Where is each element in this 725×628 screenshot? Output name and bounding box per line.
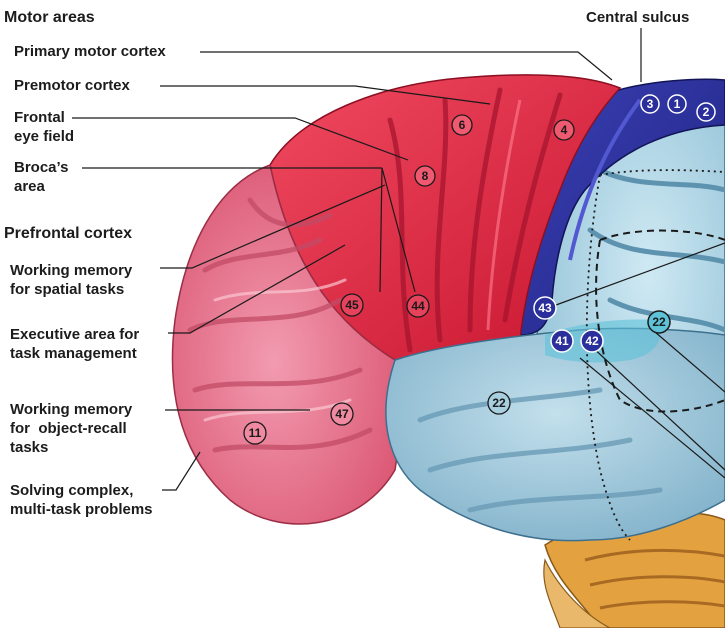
label-central-sulcus: Central sulcus [586, 9, 690, 26]
label-frontal-eye-field: Frontal eye field [14, 109, 75, 145]
brodmann-numbers: 6 4 8 45 44 47 11 3 1 2 43 41 42 22 22 [249, 97, 710, 440]
brodmann-circles [243, 94, 716, 445]
parietal-gyri [587, 167, 725, 433]
label-primary-motor-cortex: Primary motor cortex [14, 43, 166, 60]
heading-motor-areas: Motor areas [4, 9, 95, 26]
motor-gyri [387, 87, 563, 353]
brodmann-42: 42 [585, 334, 599, 348]
brodmann-3: 3 [647, 97, 654, 111]
temporal-lobe [385, 327, 725, 542]
brodmann-43: 43 [538, 301, 552, 315]
label-working-memory-spatial: Working memory for spatial tasks [10, 262, 133, 298]
language-outline [585, 169, 725, 541]
brodmann-1: 1 [674, 97, 681, 111]
brodmann-11: 11 [249, 426, 262, 440]
prefrontal-gyri [187, 197, 373, 453]
prefrontal-highlight [203, 278, 352, 422]
label-executive-area: Executive area for task management [10, 326, 140, 362]
brodmann-4: 4 [561, 123, 568, 137]
prefrontal-cortex [171, 163, 400, 525]
brainstem [543, 558, 611, 628]
cerebellum-folds [584, 548, 725, 610]
label-brocas-area: Broca’s area [14, 159, 69, 195]
leader-lines [72, 28, 725, 491]
brodmann-41: 41 [555, 334, 569, 348]
label-premotor-cortex: Premotor cortex [14, 77, 130, 94]
somatosensory-highlight [568, 98, 642, 261]
brodmann-2: 2 [703, 105, 710, 119]
label-working-memory-object: Working memory for object-recall tasks [10, 401, 133, 456]
brodmann-22-upper: 22 [652, 315, 666, 329]
brodmann-22-lower: 22 [492, 396, 506, 410]
brodmann-44: 44 [411, 299, 425, 313]
brodmann-6: 6 [459, 118, 466, 132]
brodmann-45: 45 [345, 298, 359, 312]
motor-highlight [486, 99, 522, 331]
brodmann-47: 47 [335, 407, 349, 421]
heading-prefrontal-cortex: Prefrontal cortex [4, 225, 133, 242]
label-solving-complex: Solving complex, multi-task problems [10, 482, 153, 518]
brodmann-8: 8 [422, 169, 429, 183]
